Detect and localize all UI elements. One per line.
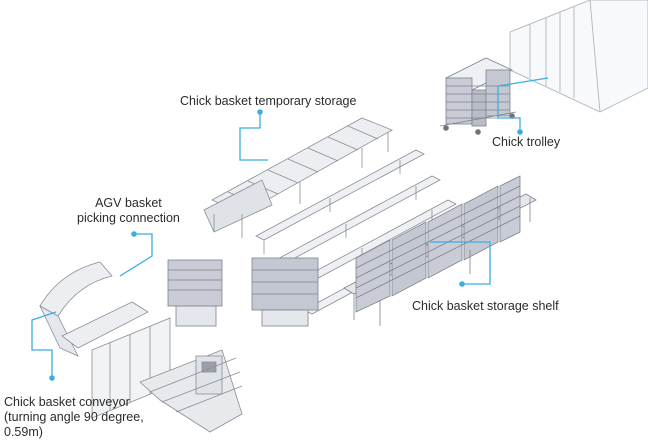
label-agv-line1: AGV basket [95, 196, 162, 210]
leader-agv [119, 233, 153, 277]
temporary-storage-conveyor [203, 117, 393, 238]
dot-agv [131, 231, 137, 237]
basket-conveyor [39, 261, 243, 433]
label-storage-shelf: Chick basket storage shelf [412, 299, 559, 313]
leader-conveyor [31, 311, 57, 376]
label-conveyor-line3: 0.59m) [4, 425, 43, 439]
agv-units [167, 257, 319, 327]
label-conveyor-line1: Chick basket conveyor [4, 395, 130, 409]
trolley-room [509, 0, 648, 113]
leader-shelf [430, 241, 491, 285]
chick-trolley [439, 57, 517, 135]
label-temporary-storage: Chick basket temporary storage [180, 94, 357, 108]
label-agv-line2: picking connection [77, 211, 180, 225]
leader-temporary-storage [239, 112, 268, 161]
label-basket-conveyor: Chick basket conveyor (turning angle 90 … [4, 395, 144, 440]
label-chick-trolley: Chick trolley [492, 135, 561, 149]
label-conveyor-line2: (turning angle 90 degree, [4, 410, 144, 424]
dot-conveyor [49, 375, 55, 381]
dot-trolley [517, 129, 523, 135]
leader-trolley [497, 77, 549, 132]
dot-shelf [459, 281, 465, 287]
leader-dots [49, 109, 523, 381]
label-agv-picking: AGV basket picking connection [77, 196, 180, 226]
basket-storage-shelf [343, 175, 537, 326]
leader-lines [31, 77, 549, 376]
dot-temporary-storage [257, 109, 263, 115]
